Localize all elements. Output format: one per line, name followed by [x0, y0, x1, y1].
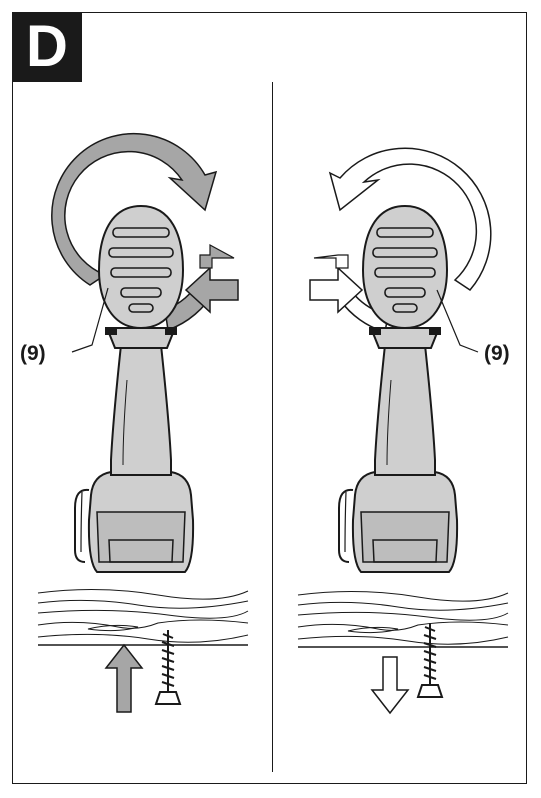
figure-frame [12, 12, 527, 784]
push-arrow-icon [184, 266, 239, 314]
wood-grain-left [37, 588, 249, 646]
callout-label-right: (9) [484, 342, 510, 365]
down-arrow-icon [370, 656, 410, 715]
figure-badge: D [12, 12, 82, 82]
clockwise-rotation-arrow-icon [51, 132, 218, 286]
screw-right [417, 622, 443, 698]
counterclockwise-rotation-arrow-icon [328, 147, 492, 291]
up-arrow-icon [104, 643, 144, 713]
left-panel: (9) [20, 132, 249, 713]
screw-left [155, 629, 181, 705]
drill-left [74, 205, 195, 573]
panel-divider [272, 82, 273, 772]
wood-grain-right [297, 590, 509, 648]
right-panel: (9) [297, 147, 510, 715]
drill-right [338, 205, 459, 573]
callout-label-left: (9) [20, 342, 46, 365]
push-arrow-icon [309, 266, 364, 314]
